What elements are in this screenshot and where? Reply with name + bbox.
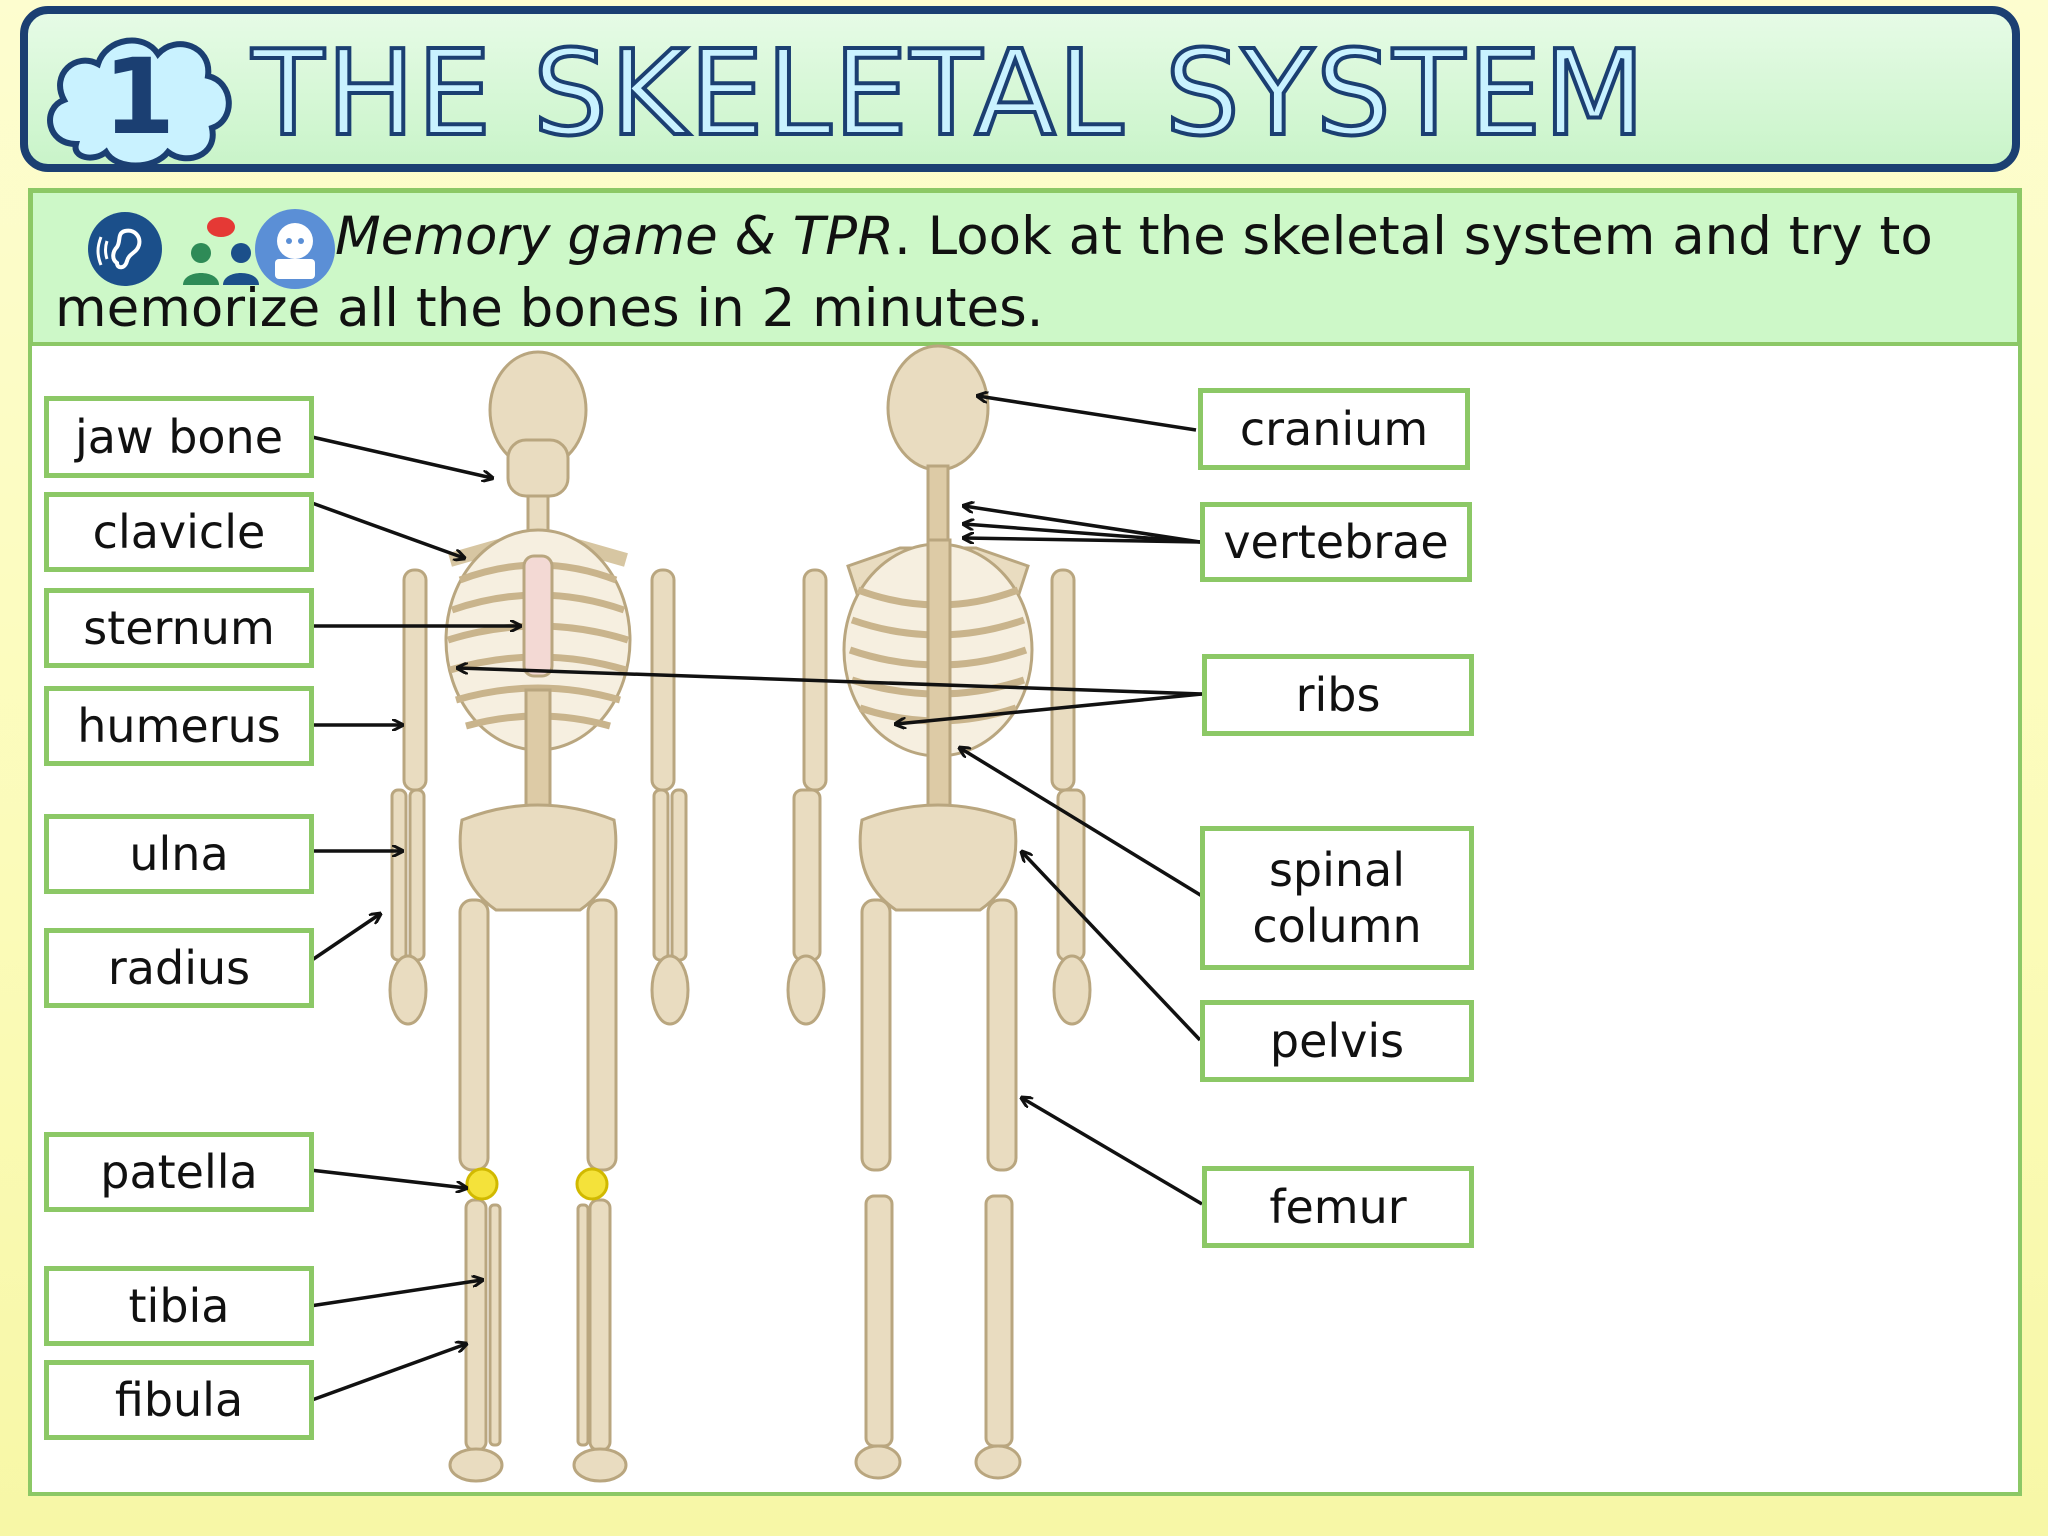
label-radius: radius (44, 928, 314, 1008)
label-sternum: sternum (44, 588, 314, 668)
arrow-vertebrae-2 (964, 524, 1201, 544)
back-right-humerus (1050, 568, 1076, 792)
back-cranium (886, 344, 990, 472)
arrow-tibia (309, 1280, 482, 1308)
arrow-femur (1022, 1098, 1203, 1206)
label-pelvis: pelvis (1200, 1000, 1474, 1082)
instruction-bar: Memory game & TPR. Look at the skeletal … (28, 188, 2022, 348)
back-left-forearm (792, 788, 822, 962)
ear-listening-icon (88, 212, 162, 286)
arrows-right (458, 396, 1203, 1206)
label-femur: femur (1202, 1166, 1474, 1248)
front-right-fibula (576, 1203, 590, 1447)
instruction-body: . Look at the skeletal system and try to… (55, 206, 1933, 339)
arrow-radius (311, 914, 380, 962)
back-right-lower-leg (984, 1194, 1014, 1448)
arrow-pelvis (1022, 852, 1202, 1042)
back-left-hand (786, 954, 826, 1026)
label-fibula: fibula (44, 1360, 314, 1440)
front-left-hand (388, 954, 428, 1026)
front-right-femur (586, 898, 618, 1172)
front-right-patella (575, 1167, 609, 1201)
number-badge: 1 (36, 24, 242, 172)
front-left-fibula (488, 1203, 502, 1447)
front-left-ulna (390, 788, 408, 962)
front-right-radius (670, 788, 688, 962)
front-pelvis (458, 803, 618, 912)
arrows-left (309, 435, 520, 1402)
label-ulna: ulna (44, 814, 314, 894)
arrow-spinal-column (960, 748, 1203, 898)
title-banner (20, 6, 2020, 172)
arrow-cranium (978, 396, 1197, 432)
arrow-jaw-bone (311, 435, 492, 478)
student-reading-icon (255, 209, 335, 289)
arrow-clavicle (311, 501, 464, 558)
arrow-vertebrae-1 (964, 506, 1201, 544)
people-talking-icon (183, 217, 259, 285)
back-left-heel (854, 1444, 902, 1480)
arrow-patella (309, 1168, 466, 1188)
front-right-humerus (650, 568, 676, 792)
back-right-femur (986, 898, 1018, 1172)
page-title: THE SKELETAL SYSTEM (250, 24, 1648, 162)
front-left-patella (465, 1167, 499, 1201)
front-left-tibia (464, 1198, 488, 1452)
label-spinal-column: spinal column (1200, 826, 1474, 970)
label-ribs: ribs (1202, 654, 1474, 736)
front-sternum (522, 554, 554, 678)
front-left-femur (458, 898, 490, 1172)
front-right-hand (650, 954, 690, 1026)
front-left-humerus (402, 568, 428, 792)
label-jaw-bone: jaw bone (44, 396, 314, 478)
back-right-hand (1052, 954, 1092, 1026)
arrow-ribs-back (896, 692, 1203, 724)
instruction-activity: Memory game & TPR (335, 206, 894, 267)
back-left-lower-leg (864, 1194, 894, 1448)
back-neck-vertebrae (926, 464, 950, 552)
label-patella: patella (44, 1132, 314, 1212)
front-left-radius (408, 788, 426, 962)
label-tibia: tibia (44, 1266, 314, 1346)
back-pelvis (858, 803, 1018, 912)
back-skeleton (786, 344, 1092, 1480)
back-right-heel (974, 1444, 1022, 1480)
label-humerus: humerus (44, 686, 314, 766)
front-jaw (506, 438, 570, 498)
back-left-femur (860, 898, 892, 1172)
arrow-fibula (311, 1344, 466, 1402)
cloud-shape (47, 37, 232, 169)
front-left-foot (448, 1447, 504, 1483)
front-right-foot (572, 1447, 628, 1483)
label-cranium: cranium (1198, 388, 1470, 470)
instruction-text: Memory game & TPR. Look at the skeletal … (55, 201, 2015, 345)
instruction-icons (57, 203, 337, 289)
front-right-tibia (588, 1198, 612, 1452)
arrow-ribs-front (458, 668, 1203, 696)
label-clavicle: clavicle (44, 492, 314, 572)
arrow-vertebrae-3 (964, 538, 1201, 542)
front-right-ulna (652, 788, 670, 962)
label-vertebrae: vertebrae (1200, 502, 1472, 582)
badge-number: 1 (102, 36, 176, 158)
front-skeleton (388, 350, 690, 1483)
